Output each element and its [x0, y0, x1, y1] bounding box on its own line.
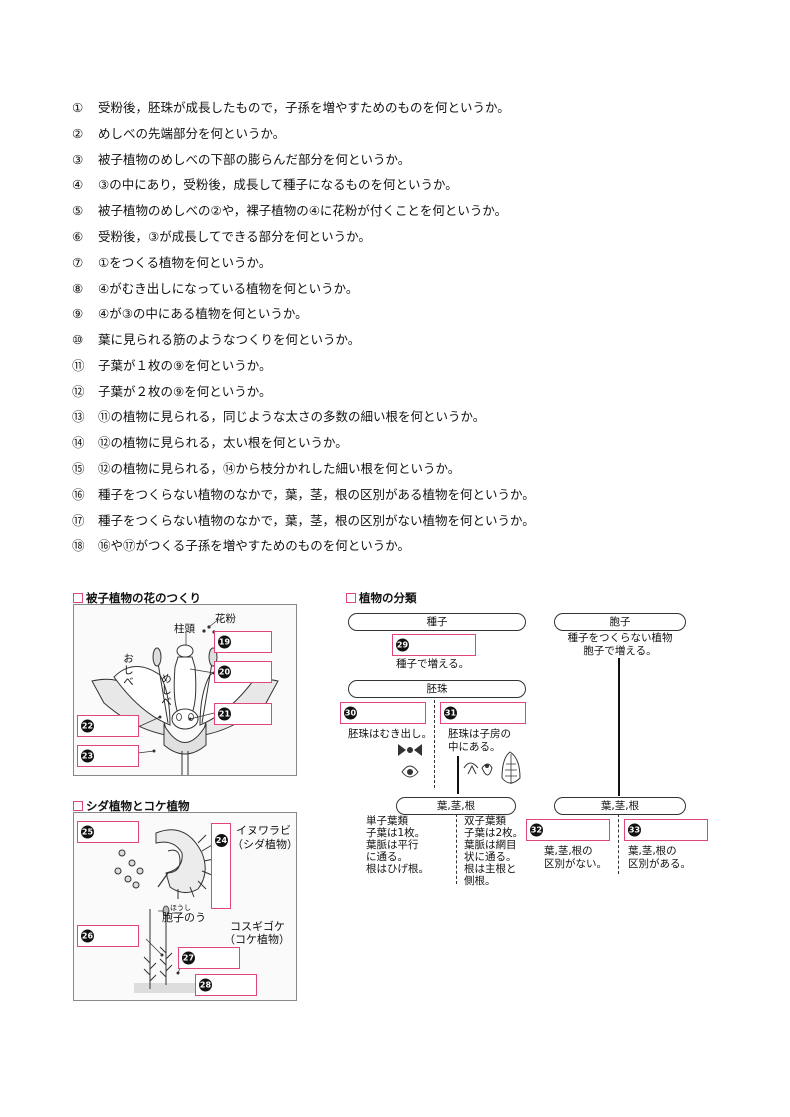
answer-box-21[interactable]: 21 [214, 703, 272, 725]
stigma-label: 柱頭 [174, 623, 195, 635]
fern-section-title: シダ植物とコケ植物 [73, 798, 190, 814]
inuwarabi-sub-label: （シダ植物） [232, 838, 298, 851]
dicot-notes: 双子葉類 子葉は2枚。 葉脈は網目 状に通る。 根は主根と 側根。 [464, 815, 524, 887]
plant-organ-illustration [398, 744, 521, 794]
answer-box-28[interactable]: 28 [195, 974, 257, 996]
pistil-label: めしべ [160, 673, 172, 708]
gymno-angio-divider [434, 700, 435, 788]
spore-note-1: 種子をつくらない植物 [567, 632, 673, 644]
answer-box-24[interactable]: 24 [211, 823, 231, 909]
has-lsr-note: 葉,茎,根の 区別がある。 [628, 845, 691, 870]
stamen-label: おしべ [122, 653, 134, 688]
answer-box-32[interactable]: 32 [526, 819, 610, 841]
spore-node: 胞子 [554, 613, 686, 631]
inuwarabi-label: イヌワラビ [236, 824, 291, 837]
pollen-label: 花粉 [215, 613, 236, 625]
seed-node: 種子 [348, 613, 526, 631]
moss-label: コスギゴケ [230, 920, 285, 933]
answer-box-19[interactable]: 19 [214, 631, 272, 653]
answer-box-20[interactable]: 20 [214, 661, 272, 683]
seed-note: 種子で増える。 [396, 658, 470, 670]
checkbox-icon [73, 593, 83, 603]
mono-di-divider [456, 814, 457, 884]
fern-panel: イヌワラビ （シダ植物） ほうし 胞子のう コスギゴケ （コケ植物） 25 24… [73, 812, 298, 1001]
flower-section-title: 被子植物の花のつくり [73, 590, 201, 606]
answer-box-33[interactable]: 33 [624, 819, 708, 841]
sporangium-label: 胞子のう [162, 911, 206, 924]
flower-panel: 花粉 柱頭 おしべ めしべ 19 20 21 22 23 [73, 604, 297, 776]
sporangium-ruby: ほうし [170, 904, 191, 912]
moss-sub-label: （コケ植物） [224, 933, 290, 946]
answer-box-25[interactable]: 25 [77, 821, 139, 843]
monocot-notes: 単子葉類 子葉は1枚。 葉脈は平行 に通る。 根はひげ根。 [366, 815, 429, 875]
angio-note-2: 中にある。 [448, 741, 501, 753]
no-lsr-note: 葉,茎,根の 区別がない。 [544, 845, 607, 870]
classification-section-title: 植物の分類 [346, 590, 417, 606]
angio-note-1: 胚珠は子房の [448, 728, 511, 740]
answer-box-26[interactable]: 26 [77, 925, 139, 947]
answer-box-27[interactable]: 27 [178, 947, 240, 969]
gymno-note: 胚珠はむき出し。 [348, 728, 432, 740]
ovule-node: 胚珠 [348, 680, 526, 698]
answer-box-29[interactable]: 29 [392, 634, 476, 656]
answer-box-23[interactable]: 23 [77, 745, 139, 767]
lsr-node-right: 葉,茎,根 [554, 797, 686, 815]
checkbox-icon [73, 801, 83, 811]
moss-fern-divider [618, 814, 619, 874]
answer-box-31[interactable]: 31 [440, 702, 526, 724]
spore-branch-line [618, 658, 620, 796]
lsr-node-left: 葉,茎,根 [396, 797, 516, 815]
checkbox-icon [346, 593, 356, 603]
spore-note-2: 胞子で増える。 [583, 645, 657, 657]
answer-box-22[interactable]: 22 [77, 715, 139, 737]
fern-moss-illustration [114, 829, 226, 993]
answer-box-30[interactable]: 30 [340, 702, 426, 724]
